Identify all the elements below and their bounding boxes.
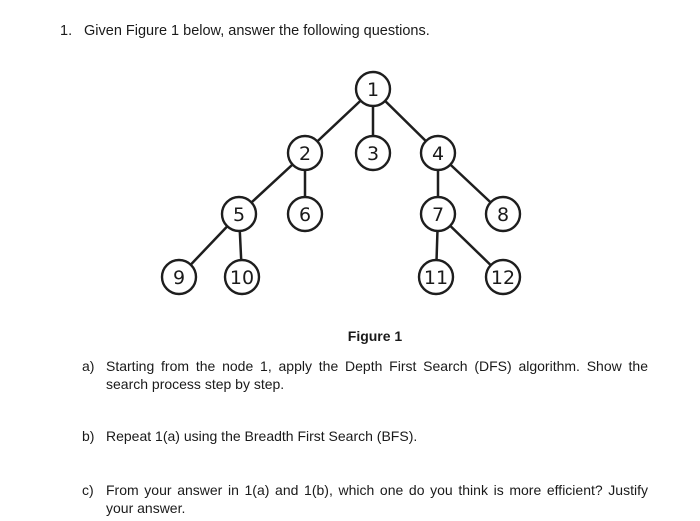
question-text: Given Figure 1 below, answer the followi… [84,23,430,39]
part-a: a) Starting from the node 1, apply the D… [82,357,648,393]
part-a-letter: a) [82,358,95,374]
part-a-text: Starting from the node 1, apply the Dept… [106,358,648,392]
node-label: 5 [233,204,245,226]
tree-node-9: 9 [160,258,198,296]
tree-node-10: 10 [223,258,261,296]
node-label: 12 [491,267,515,289]
node-circle [286,134,324,172]
node-circle [354,70,392,108]
node-label: 11 [424,267,448,289]
question-heading: 1. Given Figure 1 below, answer the follo… [60,23,430,39]
tree-node-8: 8 [484,195,522,233]
tree-node-6: 6 [286,195,324,233]
node-label: 1 [367,79,379,101]
node-circle [417,258,455,296]
node-label: 6 [299,204,311,226]
node-label: 4 [432,143,444,165]
part-c: c) From your answer in 1(a) and 1(b), wh… [82,481,648,517]
node-label: 8 [497,204,509,226]
node-label: 9 [173,267,185,289]
part-c-letter: c) [82,482,94,498]
node-circle [419,195,457,233]
tree-edges [177,87,505,279]
part-c-text: From your answer in 1(a) and 1(b), which… [106,482,648,516]
node-circle [484,258,522,296]
tree-node-11: 11 [417,258,455,296]
node-label: 3 [367,143,379,165]
node-circle [484,195,522,233]
tree-node-1: 1 [354,70,392,108]
tree-node-7: 7 [419,195,457,233]
tree-node-3: 3 [354,134,392,172]
node-circle [223,258,261,296]
node-label: 7 [432,204,444,226]
node-circle [286,195,324,233]
part-b-text: Repeat 1(a) using the Breadth First Sear… [106,428,418,444]
node-label: 10 [230,267,254,289]
figure-caption: Figure 1 [347,328,403,344]
tree-node-4: 4 [419,134,457,172]
part-b: b) Repeat 1(a) using the Breadth First S… [82,427,648,445]
node-circle [220,195,258,233]
node-circle [160,258,198,296]
node-circle [354,134,392,172]
node-label: 2 [299,143,311,165]
tree-node-2: 2 [286,134,324,172]
part-b-letter: b) [82,428,95,444]
tree-node-5: 5 [220,195,258,233]
tree-node-12: 12 [484,258,522,296]
question-number: 1. [60,23,73,39]
node-circle [419,134,457,172]
